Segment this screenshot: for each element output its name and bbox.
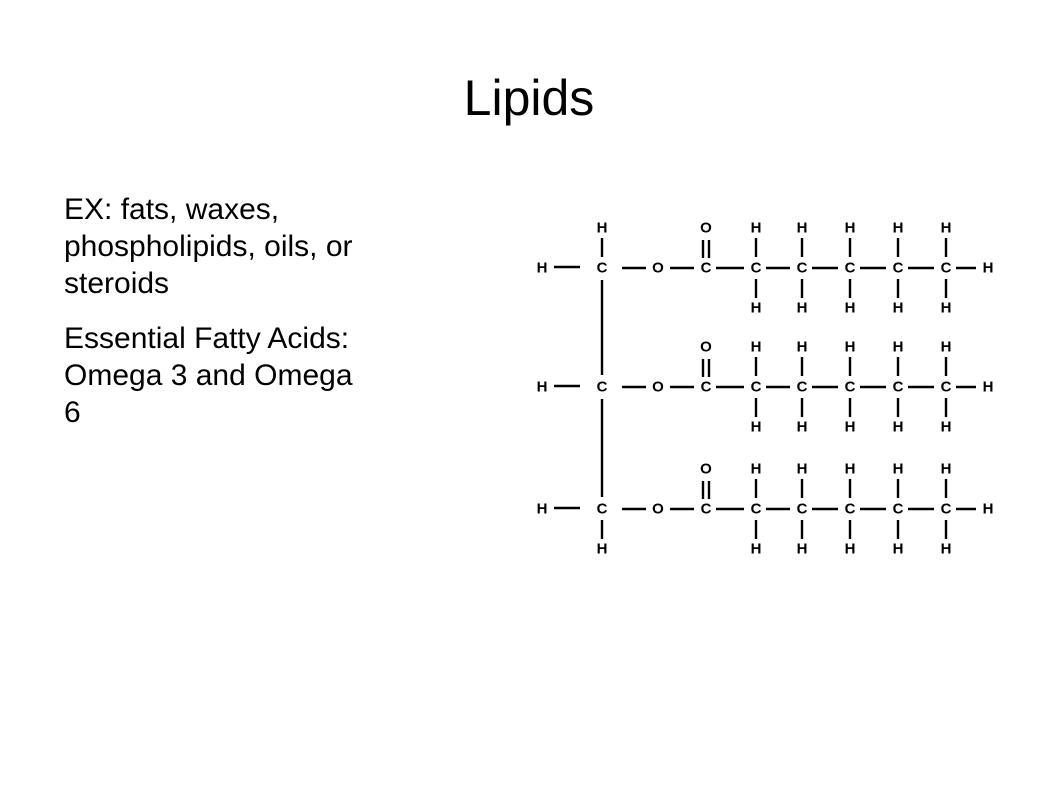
carbon-atom: C bbox=[751, 501, 762, 518]
hydrogen-atom: H bbox=[797, 300, 808, 317]
hydrogen-atom: H bbox=[797, 541, 808, 558]
carbon-atom: C bbox=[751, 260, 762, 277]
oxygen-atom: O bbox=[652, 260, 664, 277]
carbon-atom: C bbox=[845, 260, 856, 277]
hydrogen-atom: H bbox=[893, 419, 904, 436]
hydrogen-atom: H bbox=[845, 541, 856, 558]
hydrogen-atom: H bbox=[751, 339, 762, 356]
oxygen-atom: O bbox=[700, 220, 712, 237]
hydrogen-atom: H bbox=[597, 541, 608, 558]
hydrogen-atom: H bbox=[597, 220, 608, 237]
oxygen-atom: O bbox=[652, 379, 664, 396]
hydrogen-atom: H bbox=[751, 541, 762, 558]
hydrogen-atom: H bbox=[845, 220, 856, 237]
hydrogen-atom: H bbox=[893, 300, 904, 317]
hydrogen-atom: H bbox=[537, 260, 548, 277]
hydrogen-atom: H bbox=[941, 339, 952, 356]
bullet-list: EX: fats, waxes, phospholipids, oils, or… bbox=[64, 191, 500, 449]
hydrogen-atom: H bbox=[941, 220, 952, 237]
hydrogen-atom: H bbox=[537, 501, 548, 518]
carbon-atom: C bbox=[893, 260, 904, 277]
carbon-atom: C bbox=[597, 379, 608, 396]
hydrogen-atom: H bbox=[537, 379, 548, 396]
hydrogen-atom: H bbox=[983, 379, 994, 396]
triglyceride-structure-diagram: H C O C O C H H C H H C H H C H H C H H H H C O C O C H H C H H C H H C H H C H… bbox=[537, 220, 994, 558]
hydrogen-atom: H bbox=[941, 541, 952, 558]
hydrogen-atom: H bbox=[893, 220, 904, 237]
hydrogen-atom: H bbox=[941, 461, 952, 478]
bullet-line: 6 bbox=[64, 396, 81, 429]
carbon-atom: C bbox=[701, 260, 712, 277]
carbon-atom: C bbox=[893, 501, 904, 518]
hydrogen-atom: H bbox=[845, 339, 856, 356]
carbon-atom: C bbox=[701, 501, 712, 518]
hydrogen-atom: H bbox=[845, 461, 856, 478]
bullet-line: EX: fats, waxes, bbox=[64, 193, 280, 226]
hydrogen-atom: H bbox=[941, 300, 952, 317]
oxygen-atom: O bbox=[652, 501, 664, 518]
hydrogen-atom: H bbox=[751, 419, 762, 436]
oxygen-atom: O bbox=[700, 461, 712, 478]
hydrogen-atom: H bbox=[893, 461, 904, 478]
carbon-atom: C bbox=[597, 501, 608, 518]
bullet-line: steroids bbox=[64, 267, 170, 300]
hydrogen-atom: H bbox=[845, 419, 856, 436]
carbon-atom: C bbox=[797, 260, 808, 277]
hydrogen-atom: H bbox=[751, 220, 762, 237]
hydrogen-atom: H bbox=[893, 541, 904, 558]
carbon-atom: C bbox=[845, 379, 856, 396]
bullet-line: phospholipids, oils, or bbox=[64, 230, 353, 263]
bullet-examples: EX: fats, waxes, phospholipids, oils, or… bbox=[64, 191, 500, 302]
bullet-line: Essential Fatty Acids: bbox=[64, 322, 350, 355]
carbon-atom: C bbox=[597, 260, 608, 277]
carbon-atom: C bbox=[701, 379, 712, 396]
carbon-atom: C bbox=[941, 501, 952, 518]
hydrogen-atom: H bbox=[751, 300, 762, 317]
hydrogen-atom: H bbox=[751, 461, 762, 478]
bullet-line: Omega 3 and Omega bbox=[64, 359, 353, 392]
carbon-atom: C bbox=[797, 501, 808, 518]
hydrogen-atom: H bbox=[797, 339, 808, 356]
carbon-atom: C bbox=[941, 260, 952, 277]
hydrogen-atom: H bbox=[797, 220, 808, 237]
hydrogen-atom: H bbox=[797, 419, 808, 436]
carbon-atom: C bbox=[941, 379, 952, 396]
hydrogen-atom: H bbox=[941, 419, 952, 436]
carbon-atom: C bbox=[797, 379, 808, 396]
hydrogen-atom: H bbox=[797, 461, 808, 478]
slide-title: Lipids bbox=[463, 70, 595, 126]
carbon-atom: C bbox=[845, 501, 856, 518]
carbon-atom: C bbox=[893, 379, 904, 396]
hydrogen-atom: H bbox=[893, 339, 904, 356]
oxygen-atom: O bbox=[700, 339, 712, 356]
hydrogen-atom: H bbox=[983, 501, 994, 518]
carbon-atom: C bbox=[751, 379, 762, 396]
bullet-essential-fatty-acids: Essential Fatty Acids: Omega 3 and Omega… bbox=[64, 320, 500, 431]
hydrogen-atom: H bbox=[983, 260, 994, 277]
hydrogen-atom: H bbox=[845, 300, 856, 317]
